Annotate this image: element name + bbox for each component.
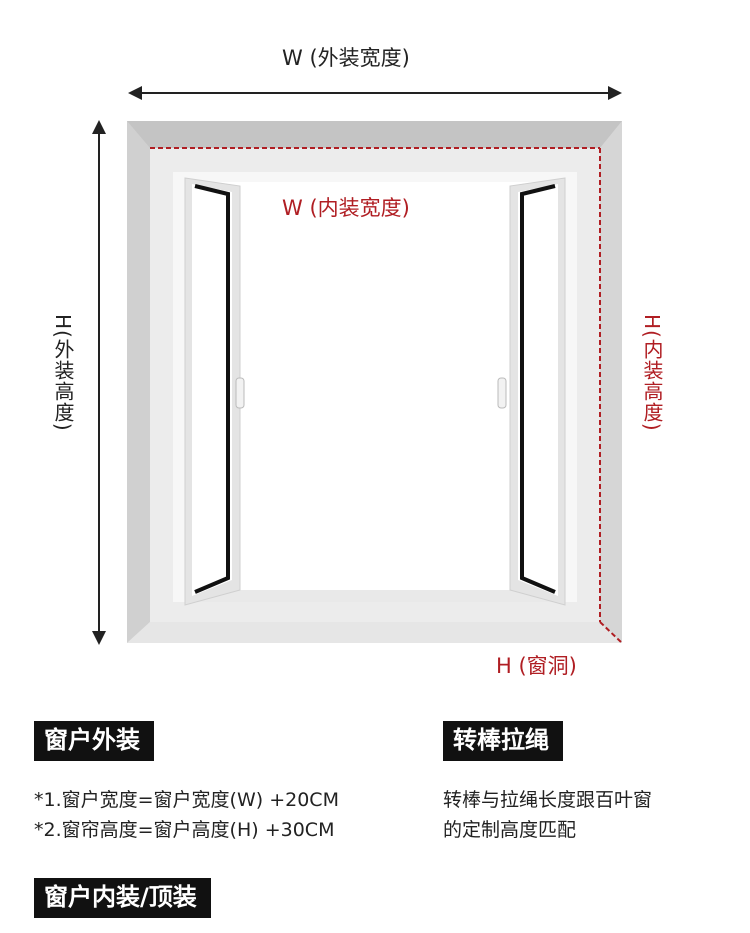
window-diagram [92, 86, 623, 645]
wand-cord-line-1: 转棒与拉绳长度跟百叶窗 [443, 789, 653, 811]
outer-width-arrow [128, 86, 622, 100]
left-sash [184, 177, 245, 606]
opening-height-label: H (窗洞) [496, 654, 577, 678]
outer-height-arrow [92, 120, 106, 645]
outside-mount-line-1: *1.窗户宽度=窗户宽度(W) +20CM [34, 789, 339, 811]
wand-cord-line-2: 的定制高度匹配 [443, 819, 577, 841]
inner-measure-lines [150, 147, 623, 644]
outer-width-label: W (外装宽度) [282, 46, 410, 70]
outside-mount-title: 窗户外装 [34, 721, 154, 761]
inner-height-label: H(内装高度) [640, 314, 664, 432]
inside-mount-title: 窗户内装/顶装 [34, 878, 211, 918]
inner-width-label: W (内装宽度) [282, 196, 410, 220]
wand-cord-title: 转棒拉绳 [443, 721, 563, 761]
outside-mount-line-2: *2.窗帘高度=窗户高度(H) +30CM [34, 819, 335, 841]
right-sash [497, 177, 566, 606]
outer-height-label: H(外装高度) [51, 314, 75, 432]
